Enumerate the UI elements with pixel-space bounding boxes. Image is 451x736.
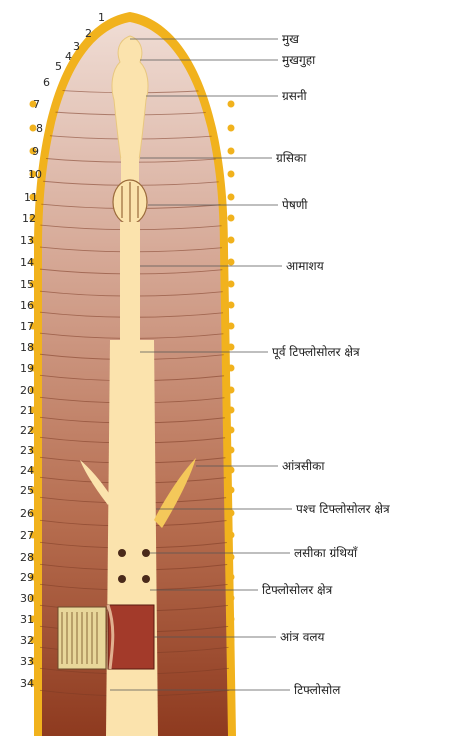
- annulus-bump: [228, 259, 235, 266]
- annulus-bump: [228, 344, 235, 351]
- segment-number: 32: [20, 634, 34, 647]
- label-oesophagus: ग्रसिका: [276, 151, 307, 165]
- annulus-bump: [228, 467, 235, 474]
- segment-number: 28: [20, 551, 34, 564]
- segment-number: 8: [36, 122, 43, 135]
- segment-number: 25: [20, 484, 34, 497]
- typhlosole-cutaway: [108, 605, 154, 669]
- annulus-bump: [228, 215, 235, 222]
- segment-number: 16: [20, 299, 34, 312]
- annulus-bump: [228, 637, 235, 644]
- segment-number: 13: [20, 234, 34, 247]
- label-typhlosole: टिफ्लोसोल: [294, 683, 341, 697]
- annulus-bump: [228, 101, 235, 108]
- segment-number: 18: [20, 341, 34, 354]
- annulus-bump: [228, 125, 235, 132]
- annulus-bump: [228, 171, 235, 178]
- segment-number: 27: [20, 529, 34, 542]
- segment-number: 14: [20, 256, 34, 269]
- annulus-bump: [228, 554, 235, 561]
- segment-number: 1: [98, 11, 105, 24]
- segment-number: 23: [20, 444, 34, 457]
- annulus-bump: [228, 532, 235, 539]
- segment-number: 11: [24, 191, 38, 204]
- label-lymph-glands: लसीका ग्रंथियाँ: [294, 546, 358, 560]
- label-intestinal-caeca: आंत्रसीका: [282, 459, 325, 473]
- annulus-bump: [228, 323, 235, 330]
- segment-number: 33: [20, 655, 34, 668]
- segment-number: 7: [33, 98, 40, 111]
- segment-number: 12: [22, 212, 36, 225]
- lymph-gland: [142, 575, 150, 583]
- label-stomach: आमाशय: [286, 259, 325, 273]
- label-pharynx: ग्रसनी: [282, 89, 308, 103]
- segment-number: 5: [55, 60, 62, 73]
- annulus-bump: [228, 658, 235, 665]
- label-intestinal-wall: आंत्र वलय: [280, 630, 326, 644]
- segment-number: 10: [28, 168, 42, 181]
- annulus-bump: [228, 680, 235, 687]
- label-buccal-cavity: मुखगुहा: [282, 53, 316, 68]
- segment-number: 21: [20, 404, 34, 417]
- annulus-bump: [228, 407, 235, 414]
- stomach-shape: [120, 222, 140, 342]
- annulus-bump: [228, 427, 235, 434]
- segment-number: 20: [20, 384, 34, 397]
- annulus-bump: [228, 194, 235, 201]
- segment-number: 2: [85, 27, 92, 40]
- annulus-bump: [228, 281, 235, 288]
- segment-number: 34: [20, 677, 34, 690]
- annulus-bump: [228, 365, 235, 372]
- label-gizzard: पेषणी: [282, 198, 308, 212]
- annulus-bump: [228, 387, 235, 394]
- segment-number: 31: [20, 613, 34, 626]
- segment-number: 19: [20, 362, 34, 375]
- segment-number: 26: [20, 507, 34, 520]
- segment-number: 15: [20, 278, 34, 291]
- lymph-gland: [118, 549, 126, 557]
- annulus-bump: [228, 237, 235, 244]
- annulus-bump: [228, 447, 235, 454]
- segment-number: 9: [32, 145, 39, 158]
- lymph-gland: [118, 575, 126, 583]
- annulus-bump: [228, 487, 235, 494]
- segment-number: 6: [43, 76, 50, 89]
- annulus-bump: [228, 595, 235, 602]
- annulus-bump: [228, 574, 235, 581]
- label-typhlosolar-region: टिफ्लोसोलर क्षेत्र: [262, 583, 333, 597]
- segment-number: 17: [20, 320, 34, 333]
- intestine-shape: [106, 340, 158, 736]
- label-mouth: मुख: [282, 32, 299, 47]
- segment-number: 4: [65, 50, 72, 63]
- annulus-bump: [228, 302, 235, 309]
- label-post-typhlosolar: पश्च टिफ्लोसोलर क्षेत्र: [296, 502, 390, 516]
- segment-number: 3: [73, 40, 80, 53]
- label-pre-typhlosolar: पूर्व टिफ्लोसोलर क्षेत्र: [272, 345, 360, 360]
- segment-number: 24: [20, 464, 34, 477]
- annulus-bump: [228, 510, 235, 517]
- segment-number: 22: [20, 424, 34, 437]
- annulus-bump: [228, 616, 235, 623]
- segment-number: 29: [20, 571, 34, 584]
- segment-number: 30: [20, 592, 34, 605]
- lymph-gland: [142, 549, 150, 557]
- annulus-bump: [228, 148, 235, 155]
